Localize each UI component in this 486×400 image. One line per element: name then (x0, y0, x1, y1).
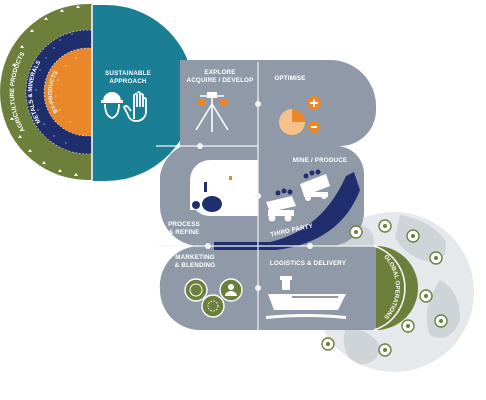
refinery-plant-icon (190, 176, 235, 214)
location-pin-icon (434, 314, 448, 328)
drill-rig-icon (195, 92, 229, 132)
location-pin-icon (321, 337, 335, 351)
location-pin-icon (406, 229, 420, 243)
global-operations-panel: GLOBAL OPERATIONS (373, 245, 418, 331)
pie-chart-plus-minus-icon (279, 96, 321, 135)
optimise-label: OPTIMISE (274, 75, 305, 82)
mine-produce-label: MINE / PRODUCE (293, 157, 348, 164)
mining-truck-icon (266, 169, 330, 222)
person-with-hard-hat-icon (101, 92, 123, 119)
logistics-label: LOGISTICS & DELIVERY (270, 260, 347, 267)
inner-ring-label: BY-PRODUCTS (48, 70, 60, 114)
location-pin-icon (349, 225, 363, 239)
process-label-2: & REFINE (169, 229, 200, 236)
location-pin-icon (378, 219, 392, 233)
explore-label-2: ACQUIRE / DEVELOP (187, 77, 254, 84)
sustainable-label-1: SUSTAINABLE (105, 70, 151, 77)
explore-label-1: EXPLORE (204, 69, 235, 76)
location-pin-icon (378, 343, 392, 357)
product-rings: AGRICULTURE PRODUCTS METALS & MINERALS B… (0, 4, 92, 180)
raised-hand-icon (123, 91, 147, 122)
location-pin-icon (401, 319, 415, 333)
cargo-ship-icon (266, 276, 346, 319)
sustainable-approach-panel: SUSTAINABLE APPROACH (91, 5, 194, 181)
process-label-1: PROCESS (168, 221, 200, 228)
location-pins (321, 219, 448, 357)
marketing-label-1: MARKETING (175, 254, 214, 261)
sustainable-label-2: APPROACH (109, 78, 147, 85)
location-pin-icon (419, 289, 433, 303)
blending-coins-icon (184, 278, 243, 318)
marketing-label-2: & BLENDING (175, 262, 216, 269)
location-pin-icon (429, 251, 443, 265)
